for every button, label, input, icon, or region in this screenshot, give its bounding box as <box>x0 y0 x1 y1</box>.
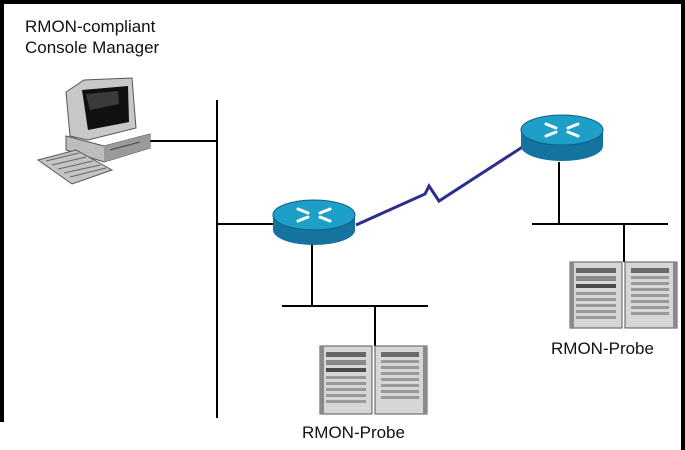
router-icon <box>520 114 604 161</box>
frame-border-right <box>681 0 685 450</box>
rmon-probe-label-right: RMON-Probe <box>551 339 654 358</box>
frame-border-left <box>0 0 4 422</box>
rmon-probe-label-bottom: RMON-Probe <box>302 423 405 442</box>
frame-border-top <box>0 0 685 4</box>
console-manager-label-line1: RMON-compliant <box>25 17 156 36</box>
console-manager-label-line2: Console Manager <box>25 38 160 57</box>
server-icon <box>569 261 678 329</box>
wan-link <box>355 144 525 227</box>
router-icon <box>272 199 356 245</box>
computer-icon <box>36 77 151 185</box>
server-icon <box>319 345 428 415</box>
